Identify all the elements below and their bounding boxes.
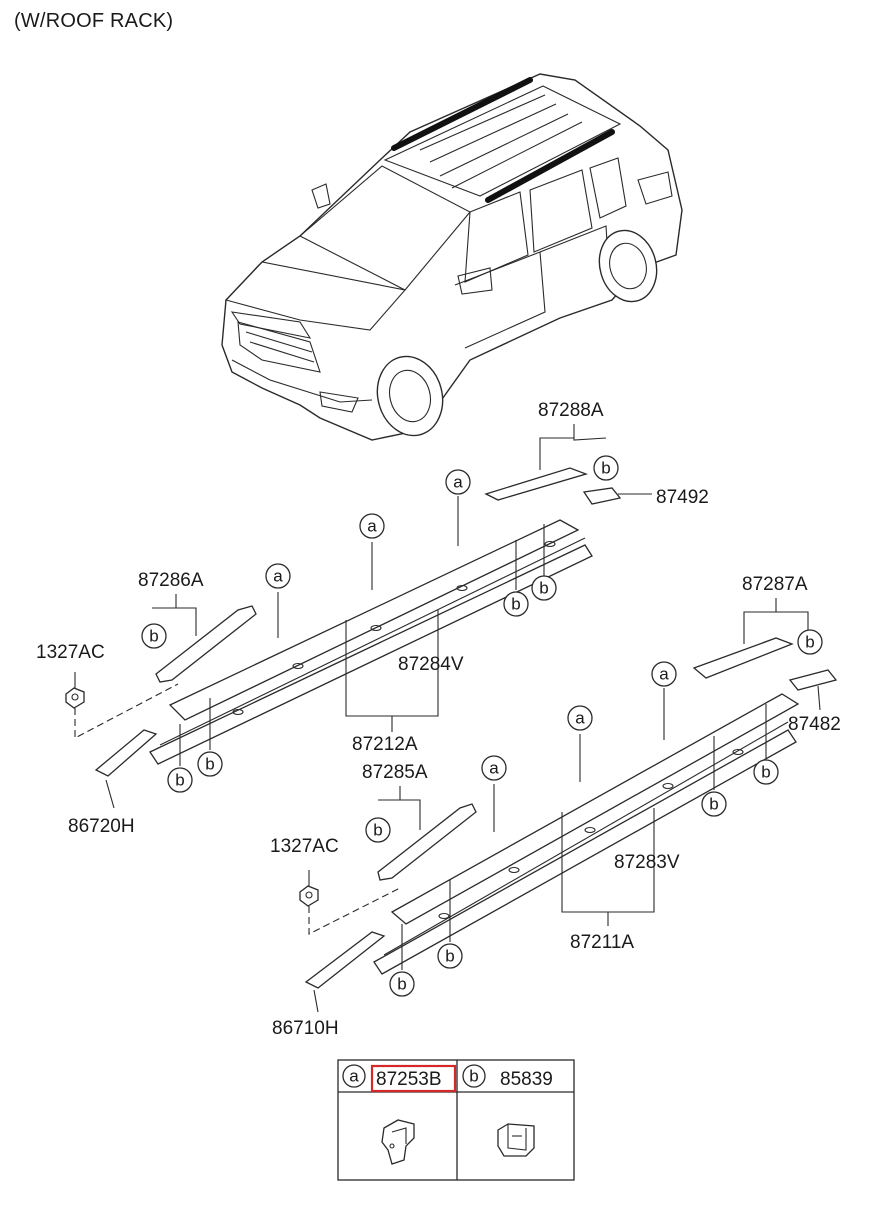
- svg-text:a: a: [349, 1067, 359, 1086]
- clip-87253b-icon: [381, 1119, 415, 1165]
- callout-a: a: [445, 469, 471, 495]
- svg-text:a: a: [453, 473, 463, 492]
- legend-a-part-number[interactable]: 87253B: [376, 1069, 442, 1090]
- svg-text:b: b: [205, 755, 214, 774]
- label-87288a: 87288A: [538, 400, 604, 421]
- legend-b-part-number[interactable]: 85839: [500, 1069, 553, 1090]
- rail-holes-upper: [232, 540, 556, 716]
- callout-b: b: [593, 455, 619, 481]
- legend-a-letter: a: [342, 1064, 366, 1088]
- rail-87283v: [390, 693, 800, 925]
- svg-text:b: b: [709, 795, 718, 814]
- label-87287a: 87287A: [742, 574, 808, 595]
- svg-text:a: a: [367, 517, 377, 536]
- nut-1327ac-left: [65, 687, 85, 709]
- label-86710h: 86710H: [272, 1018, 339, 1039]
- callout-a: a: [481, 755, 507, 781]
- page-title: (W/ROOF RACK): [14, 10, 174, 32]
- svg-text:a: a: [489, 759, 499, 778]
- label-87283v: 87283V: [614, 852, 680, 873]
- label-1327ac-right: 1327AC: [270, 836, 339, 857]
- rail-87284v: [168, 519, 580, 721]
- upper-roof-rack-assembly: [65, 424, 652, 809]
- label-87212a: 87212A: [352, 734, 418, 755]
- clip-85839-icon: [497, 1123, 535, 1157]
- callout-b: b: [797, 629, 823, 655]
- callout-a: a: [359, 513, 385, 539]
- svg-text:b: b: [175, 771, 184, 790]
- legend-b-letter: b: [462, 1064, 486, 1088]
- svg-text:b: b: [149, 627, 158, 646]
- vehicle-illustration: [221, 73, 683, 441]
- callout-b: b: [753, 759, 779, 785]
- cap-87492: [582, 487, 622, 505]
- svg-text:b: b: [373, 821, 382, 840]
- svg-text:a: a: [575, 709, 585, 728]
- label-87286a: 87286A: [138, 570, 204, 591]
- rail-holes-lower: [438, 748, 744, 920]
- label-1327ac-left: 1327AC: [36, 642, 105, 663]
- label-87284v: 87284V: [398, 654, 464, 675]
- rail-base-87212a: [149, 544, 593, 765]
- svg-text:b: b: [805, 633, 814, 652]
- callout-b: b: [141, 623, 167, 649]
- label-87211a: 87211A: [570, 932, 634, 953]
- callout-b: b: [437, 943, 463, 969]
- legend-a-highlight-box: [370, 1064, 457, 1093]
- cover-87287a: [692, 637, 794, 679]
- callout-b: b: [389, 971, 415, 997]
- rail-base-87211a: [373, 729, 797, 975]
- label-86720h: 86720H: [68, 816, 135, 837]
- svg-text:b: b: [601, 459, 610, 478]
- callout-b: b: [701, 791, 727, 817]
- callout-b: b: [531, 575, 557, 601]
- svg-text:b: b: [397, 975, 406, 994]
- molding-86720h: [94, 729, 158, 777]
- cover-87285a: [377, 803, 477, 881]
- lower-roof-rack-assembly: [299, 598, 838, 1013]
- svg-text:b: b: [539, 579, 548, 598]
- callout-a: a: [651, 661, 677, 687]
- cover-87288a: [484, 467, 589, 501]
- nut-1327ac-right: [299, 885, 319, 907]
- callout-a: a: [265, 563, 291, 589]
- callout-b: b: [197, 751, 223, 777]
- label-87482: 87482: [788, 714, 841, 735]
- svg-text:b: b: [761, 763, 770, 782]
- callout-a: a: [567, 705, 593, 731]
- cover-87286a: [155, 605, 257, 683]
- svg-text:b: b: [469, 1067, 478, 1086]
- svg-text:b: b: [445, 947, 454, 966]
- callout-b: b: [503, 591, 529, 617]
- svg-text:b: b: [511, 595, 520, 614]
- label-87492: 87492: [656, 487, 709, 508]
- label-87285a: 87285A: [362, 762, 428, 783]
- callout-b: b: [167, 767, 193, 793]
- svg-text:a: a: [273, 567, 283, 586]
- svg-text:a: a: [659, 665, 669, 684]
- legend-table: a 87253B b 85839: [337, 1059, 575, 1181]
- molding-86710h: [304, 931, 386, 989]
- cap-87482: [788, 669, 838, 691]
- callout-b: b: [365, 817, 391, 843]
